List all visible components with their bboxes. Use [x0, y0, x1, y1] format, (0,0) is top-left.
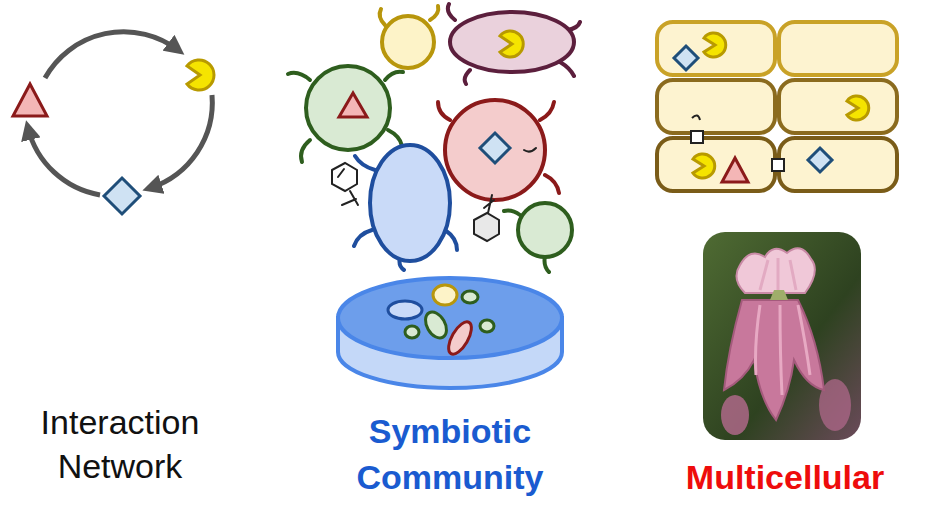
microbe-community: [288, 4, 580, 272]
interaction-network: [13, 32, 214, 214]
panel-label: Symbiotic Community: [325, 408, 575, 500]
petri-dish: [338, 278, 562, 388]
panel-label: Interaction Network: [20, 400, 220, 488]
flower-photo: [703, 232, 861, 440]
panel-label: Multicellular: [650, 455, 920, 499]
cell-grid: [657, 22, 897, 191]
